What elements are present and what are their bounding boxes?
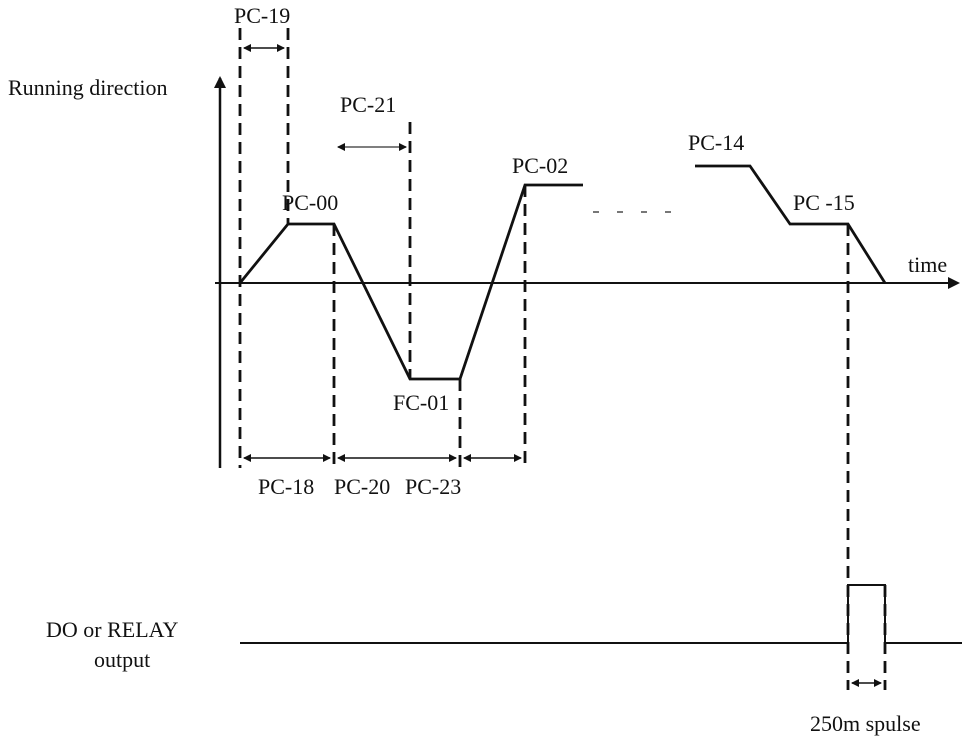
label-pc23: PC-23 (405, 474, 461, 499)
relay-output-waveform (240, 584, 962, 644)
label-pc19: PC-19 (234, 3, 290, 28)
output-label-line1: DO or RELAY (46, 617, 179, 642)
dashed-guides (238, 28, 887, 690)
label-pc15: PC -15 (793, 190, 855, 215)
label-pc14: PC-14 (688, 130, 744, 155)
output-label-line2: output (94, 647, 150, 672)
label-pc20: PC-20 (334, 474, 390, 499)
label-pc00: PC-00 (282, 190, 338, 215)
label-pc21: PC-21 (340, 92, 396, 117)
label-pc02: PC-02 (512, 153, 568, 178)
pulse-label: 250m spulse (810, 711, 921, 736)
y-axis-label: Running direction (8, 75, 167, 100)
speed-profile-end (695, 164, 887, 284)
label-fc01: FC-01 (393, 390, 449, 415)
x-axis-label: time (908, 252, 947, 277)
label-pc18: PC-18 (258, 474, 314, 499)
